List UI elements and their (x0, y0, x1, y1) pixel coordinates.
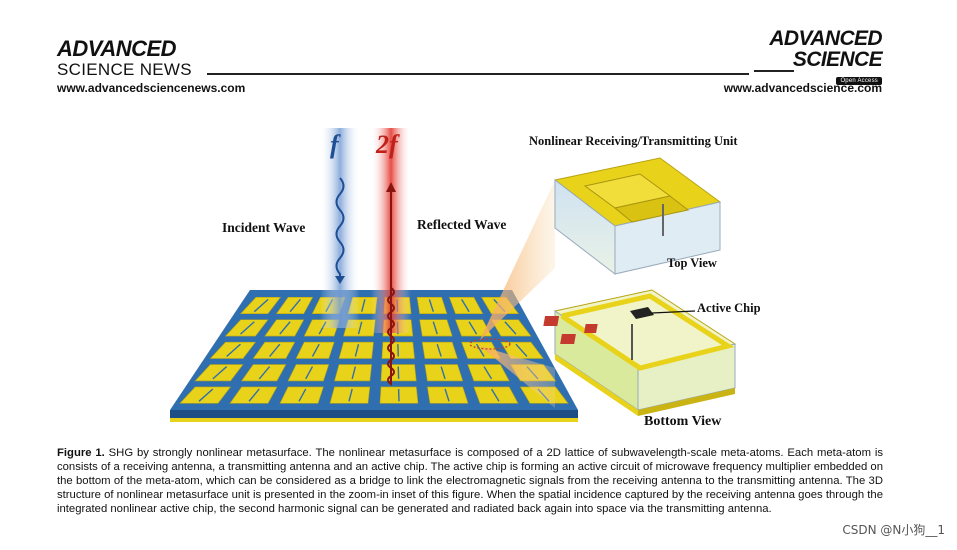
bottom-view-label: Bottom View (644, 414, 721, 430)
advanced-science-news-logo: ADVANCED SCIENCE NEWS (57, 38, 192, 78)
logo-left-line2: SCIENCE NEWS (57, 61, 192, 78)
top-view-label: Top View (667, 256, 717, 271)
freq-incident-label: f (330, 130, 339, 160)
reflected-wave-label: Reflected Wave (417, 217, 506, 233)
journal-url-right[interactable]: www.advancedscience.com (724, 81, 882, 95)
figure-1: f 2f Incident Wave Reflected Wave Nonlin… (160, 118, 800, 436)
figure-caption: Figure 1. SHG by strongly nonlinear meta… (57, 446, 883, 516)
caption-figure-number: Figure 1. (57, 447, 105, 459)
header-rule (207, 73, 749, 75)
watermark: CSDN @N小狗__1 (842, 521, 945, 538)
logo-right-rule (754, 70, 794, 72)
advanced-science-logo: ADVANCED SCIENCE Open Access (752, 28, 882, 86)
logo-right-line2: SCIENCE (752, 49, 882, 70)
freq-reflected-label: 2f (376, 130, 398, 160)
metasurface-illustration (160, 118, 800, 436)
incident-wave-label: Incident Wave (222, 220, 305, 236)
logo-right-line1: ADVANCED (752, 28, 882, 49)
incident-beam (320, 128, 360, 328)
caption-text: SHG by strongly nonlinear metasurface. T… (57, 447, 883, 515)
active-chip-label: Active Chip (697, 301, 761, 316)
unit-title-label: Nonlinear Receiving/Transmitting Unit (529, 134, 738, 149)
journal-url-left[interactable]: www.advancedsciencenews.com (57, 81, 245, 95)
logo-left-line1: ADVANCED (57, 38, 192, 60)
